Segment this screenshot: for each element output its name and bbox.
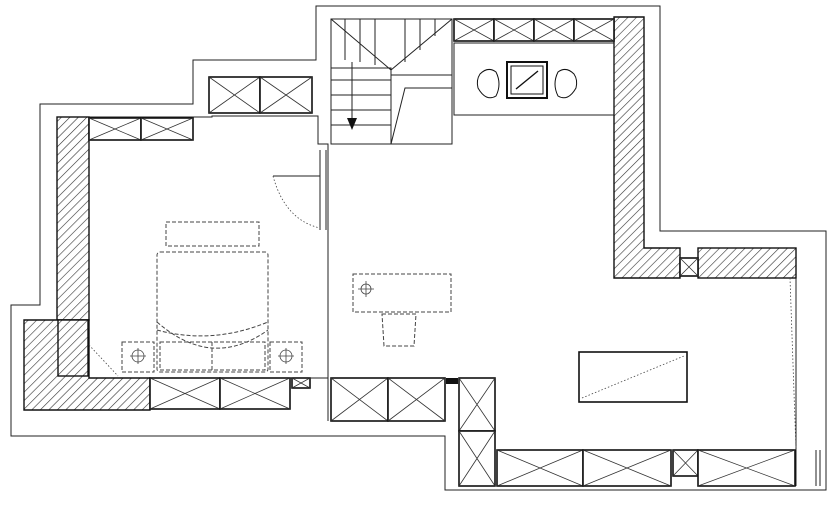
- sofa-alcove: [453, 42, 615, 116]
- walls: [23, 16, 797, 411]
- reference-lines: [88, 277, 797, 451]
- cabinets-top: [453, 18, 615, 42]
- cabinets-top-left: [88, 76, 313, 141]
- coffee-table: [506, 61, 548, 99]
- staircase: [330, 18, 453, 145]
- right-wall-lines: [795, 278, 821, 486]
- cushion-icon: [554, 68, 578, 99]
- bedroom-door: [272, 150, 327, 230]
- stair-arrow-icon: [347, 118, 357, 130]
- side-table: [578, 351, 688, 403]
- cabinets-bottom: [149, 257, 796, 487]
- cushion-icon: [476, 68, 500, 99]
- partition-lines: [310, 377, 329, 421]
- desk: [352, 273, 452, 347]
- outer-outline: [10, 5, 827, 491]
- bed: [121, 221, 303, 373]
